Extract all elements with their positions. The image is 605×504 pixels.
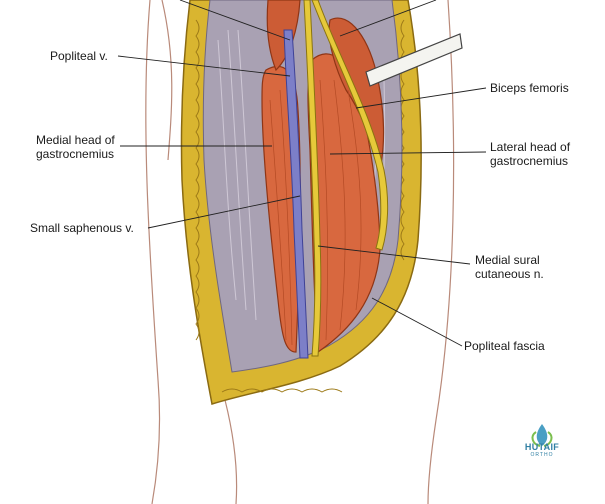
leader-biceps-femoris [355, 87, 487, 109]
label-medial-head: Medial head of gastrocnemius [36, 133, 115, 161]
skin-line-left-inner [161, 0, 173, 161]
leader-popliteal-fascia [371, 297, 463, 347]
leader-popliteal-v [117, 55, 291, 77]
label-popliteal-fascia: Popliteal fascia [464, 339, 545, 353]
upper-muscle [266, 0, 301, 72]
muscle-fibers [269, 79, 362, 346]
leader-top-left [179, 0, 291, 41]
leader-top-right [339, 0, 437, 37]
skin-line-lower [224, 399, 238, 504]
skin-line-left [145, 0, 161, 504]
medial-sural-cutaneous-nerve [303, 0, 322, 357]
label-popliteal-v: Popliteal v. [50, 49, 108, 63]
leader-small-saphenous [147, 195, 301, 229]
label-biceps-femoris: Biceps femoris [490, 81, 569, 95]
leader-medial-sural [317, 245, 471, 265]
retractor [365, 33, 463, 87]
skin-outline [145, 0, 455, 504]
brand-logo: HUTAIF ORTHO [516, 418, 568, 468]
logo-emblem [531, 424, 553, 447]
label-medial-sural: Medial sural cutaneous n. [475, 253, 544, 281]
common-fibular-nerve [311, 0, 389, 251]
leader-lines [117, 0, 487, 347]
small-saphenous-vein [283, 29, 309, 359]
leader-lateral-head [329, 151, 487, 155]
label-lateral-head: Lateral head of gastrocnemius [490, 140, 571, 168]
label-small-saphenous: Small saphenous v. [30, 221, 134, 235]
logo-sub: ORTHO [530, 452, 554, 458]
logo-name: HUTAIF [524, 442, 560, 452]
skin-line-right [427, 0, 455, 504]
